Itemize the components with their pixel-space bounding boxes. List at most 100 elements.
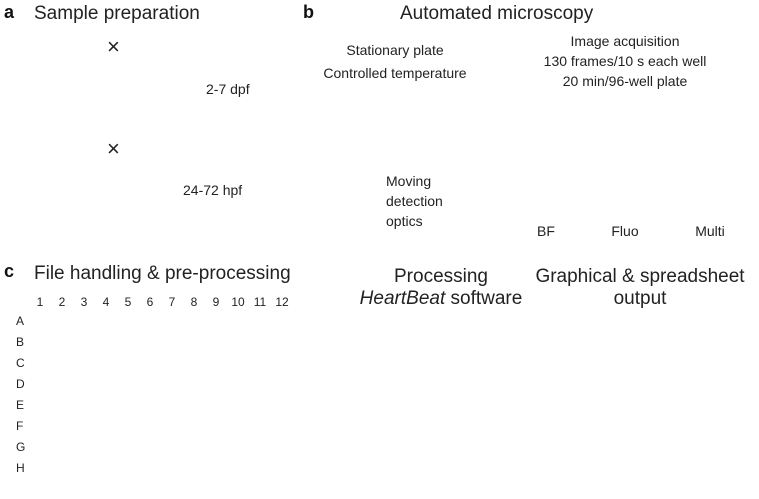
film-hole — [670, 99, 678, 109]
embryo-spot — [127, 378, 135, 384]
plate-well — [284, 113, 295, 120]
plate-col-7: 7 — [168, 295, 176, 309]
plate-col-6: 6 — [146, 295, 154, 309]
plate-row-A: A — [16, 314, 25, 328]
well — [52, 331, 72, 351]
plate-well — [449, 120, 460, 127]
fluo-frame — [590, 115, 666, 194]
panel-c-title: File handling & pre-processing — [34, 263, 291, 284]
embryo-spot — [148, 319, 156, 325]
acquisition-line3: 20 min/96-well plate — [562, 73, 688, 89]
plate-well — [419, 92, 430, 99]
embryo-spot — [214, 380, 222, 386]
embryo-spot — [103, 357, 111, 363]
film-hole — [600, 99, 608, 109]
well — [30, 331, 50, 351]
embryo-spot — [233, 361, 241, 367]
embryo-spot — [121, 442, 129, 448]
well — [272, 457, 292, 477]
embryo-spot — [237, 337, 245, 343]
plate-well — [329, 92, 340, 99]
plate-well — [441, 106, 452, 113]
well — [228, 436, 248, 456]
plate-well — [391, 113, 402, 120]
plate-well — [406, 141, 418, 148]
plate-well — [422, 141, 434, 148]
plate-col-4: 4 — [102, 295, 110, 309]
film-hole — [642, 201, 650, 211]
film-hole — [572, 201, 580, 211]
plate-well — [402, 120, 414, 127]
well — [206, 457, 226, 477]
film-hole — [684, 99, 692, 109]
embryo-spot — [57, 336, 65, 342]
plate-well — [438, 141, 449, 148]
well — [118, 436, 138, 456]
well — [118, 415, 138, 435]
film-hole — [516, 99, 524, 109]
computer-icon — [377, 347, 499, 459]
output-line1: Graphical & spreadsheet — [535, 266, 745, 287]
plate-well — [430, 99, 441, 106]
plate-well — [442, 134, 453, 141]
film-hole — [600, 201, 608, 211]
embryo-spot — [82, 421, 90, 427]
plate-well — [316, 134, 327, 141]
well — [74, 310, 94, 330]
well — [184, 415, 204, 435]
plate-well — [445, 127, 457, 134]
well — [118, 352, 138, 372]
plate-well — [304, 106, 315, 113]
plate-row-B: B — [16, 335, 25, 349]
embryo-spot — [59, 464, 67, 470]
well — [96, 415, 116, 435]
plate-well — [320, 127, 331, 134]
well — [184, 352, 204, 372]
well — [162, 394, 182, 414]
embryo-spot — [83, 317, 91, 323]
plate-well — [395, 106, 407, 113]
panel-letter-b: b — [303, 2, 314, 22]
output-embryo-image — [572, 387, 657, 471]
well — [206, 415, 226, 435]
embryo-spot — [35, 336, 43, 342]
plate-well — [356, 120, 367, 127]
film-hole — [530, 201, 538, 211]
plate-well — [294, 99, 305, 106]
plate-well — [279, 120, 290, 127]
embryo-spot — [231, 401, 239, 407]
embryo-spot — [60, 421, 68, 427]
plate-well — [331, 134, 343, 141]
well — [228, 331, 248, 351]
well — [228, 415, 248, 435]
plate-well — [406, 113, 418, 120]
embryo-spot — [55, 381, 63, 387]
embryo-spot — [280, 441, 288, 447]
plate-well — [430, 127, 441, 134]
embryo-spot — [144, 399, 152, 405]
well — [228, 457, 248, 477]
well — [96, 394, 116, 414]
well — [250, 373, 270, 393]
embryo-spot — [104, 319, 112, 325]
embryo-spot — [187, 340, 195, 346]
embryo-spot — [38, 360, 46, 366]
well — [30, 352, 50, 372]
plate-row-H: H — [16, 461, 25, 475]
well — [272, 373, 292, 393]
well — [140, 436, 160, 456]
plate-well — [374, 92, 385, 99]
embryo-spot — [281, 403, 289, 409]
well — [272, 352, 292, 372]
well — [52, 394, 72, 414]
well — [272, 331, 292, 351]
film-hole — [614, 99, 622, 109]
plate-well — [399, 99, 411, 106]
film-hole — [572, 99, 580, 109]
well — [52, 310, 72, 330]
embryo-spot — [169, 423, 177, 429]
plate-well — [344, 92, 355, 99]
plate-well — [347, 134, 358, 141]
embryo-spot — [257, 382, 265, 388]
plate-well — [299, 92, 310, 99]
